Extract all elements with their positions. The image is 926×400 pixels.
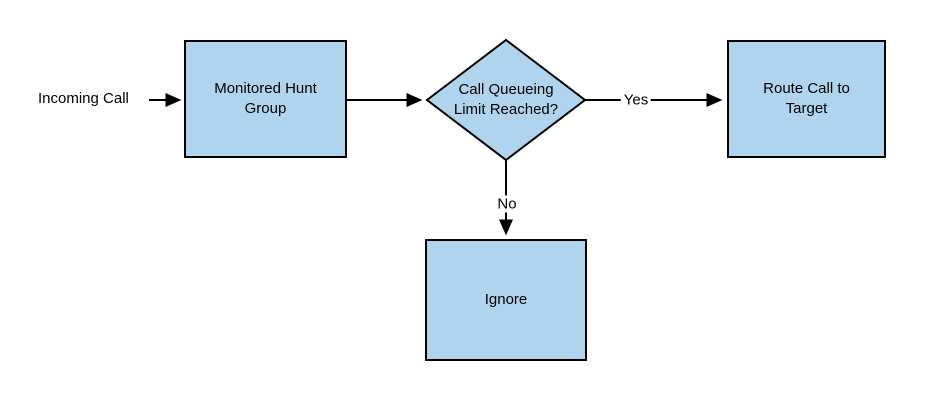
node-route-call-to-target-label: Route Call to Target bbox=[763, 79, 850, 117]
node-ignore-label: Ignore bbox=[484, 290, 528, 308]
yes-edge-label: Yes bbox=[620, 91, 652, 109]
decision-node-label: Call Queueing Limit Reached? bbox=[453, 81, 559, 119]
incoming-call-label: Incoming Call bbox=[38, 90, 129, 107]
no-edge-label: No bbox=[494, 195, 520, 213]
node-route-call-to-target: Route Call to Target bbox=[727, 40, 886, 158]
node-monitored-hunt-group: Monitored Hunt Group bbox=[184, 40, 347, 158]
node-ignore: Ignore bbox=[425, 239, 587, 361]
node-monitored-hunt-group-label: Monitored Hunt Group bbox=[214, 79, 317, 117]
